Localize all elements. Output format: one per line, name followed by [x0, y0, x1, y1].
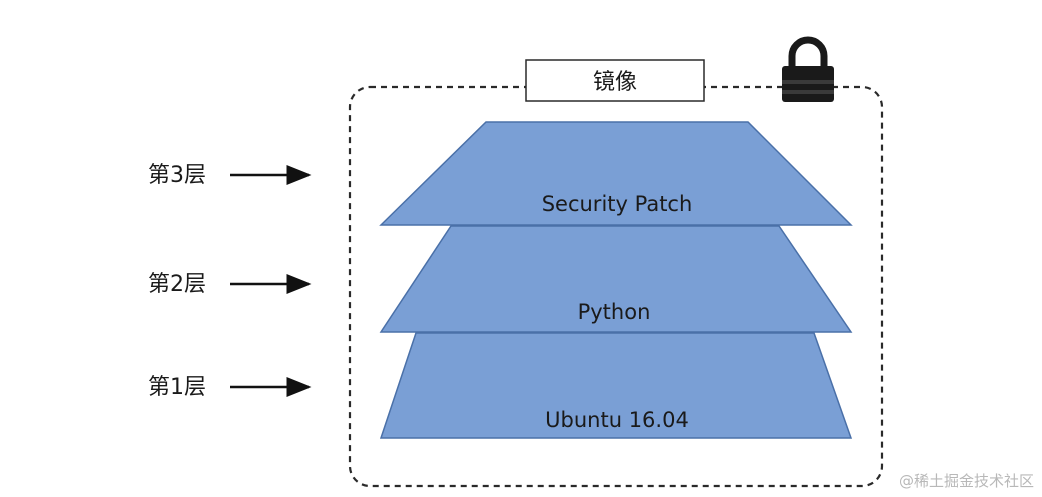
- layer-shape-python: [379, 225, 853, 333]
- layer-label-python: Python: [578, 300, 651, 324]
- watermark-text: @稀土掘金技术社区: [899, 472, 1034, 490]
- image-title: 镜像: [593, 70, 637, 95]
- side-label-layer-1: 第1层: [148, 375, 206, 400]
- image-title-box: [525, 59, 705, 102]
- lock-icon: [782, 36, 834, 105]
- layer-shape-ubuntu: [379, 332, 853, 439]
- layer-shape-security-patch: [379, 121, 853, 226]
- layer-label-ubuntu: Ubuntu 16.04: [545, 408, 689, 432]
- side-label-layer-2: 第2层: [148, 272, 206, 297]
- layer-label-security-patch: Security Patch: [542, 192, 693, 216]
- side-label-layer-3: 第3层: [148, 163, 206, 188]
